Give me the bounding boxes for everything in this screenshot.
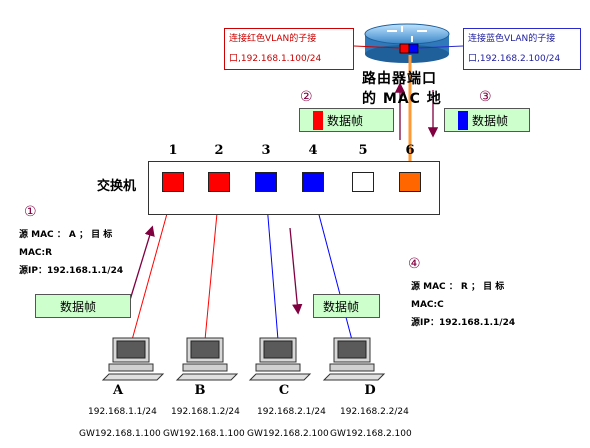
step-1-line2: MAC:R — [19, 248, 53, 258]
router-blue-port — [408, 43, 419, 54]
port-2-number: 2 — [214, 143, 224, 158]
step-1-line3: 源IP：192.168.1.1/24 — [19, 266, 124, 276]
switch — [148, 161, 440, 215]
host-A-gateway: GW192.168.1.100 — [79, 429, 161, 439]
host-A-name: A — [112, 383, 124, 398]
host-C-name: C — [278, 383, 290, 398]
switch-label: 交换机 — [97, 179, 137, 194]
port-2 — [208, 172, 230, 192]
step-4-note: 源 MAC ： R ； 目 标 MAC:C 源IP：192.168.1.1/24 — [411, 278, 515, 332]
port-4 — [302, 172, 324, 192]
link-B — [204, 191, 220, 341]
host-B-gateway: GW192.168.1.100 — [163, 429, 245, 439]
pc-C-icon — [248, 337, 312, 381]
link-A — [131, 191, 174, 341]
frame-3: 数据帧 — [444, 108, 530, 132]
red-vlan-subinterface-note: 连接红色VLAN的子接 口,192.168.1.100/24 — [224, 28, 354, 70]
host-D-gateway: GW192.168.2.100 — [330, 429, 412, 439]
arrow-A-to-switch — [129, 225, 155, 301]
step-1-line1: 源 MAC ： A ； 目 标 — [19, 230, 113, 240]
link-C — [265, 191, 279, 341]
port-5-number: 5 — [358, 143, 368, 158]
step-3-number: ③ — [479, 89, 492, 105]
blue-vlan-subinterface-note: 连接蓝色VLAN的子接 口,192.168.2.100/24 — [463, 28, 581, 70]
host-A-ip: 192.168.1.1/24 — [88, 407, 157, 417]
blue-subif-line1: 连接蓝色VLAN的子接 — [468, 34, 556, 44]
arrow-switch-to-C — [289, 227, 303, 315]
port-4-number: 4 — [308, 143, 318, 158]
step-4-number: ④ — [408, 256, 421, 272]
frame-1-label: 数据帧 — [60, 300, 97, 314]
port-5 — [352, 172, 374, 192]
frame-1: 数据帧 — [35, 294, 131, 318]
frame-2-label: 数据帧 — [327, 114, 364, 128]
router-mac-label-line2: 的 MAC 地 — [362, 91, 442, 107]
step-4-line2: MAC:C — [411, 300, 444, 310]
pc-D-icon — [322, 337, 386, 381]
port-3-number: 3 — [261, 143, 271, 158]
port-3 — [255, 172, 277, 192]
port-1-number: 1 — [168, 143, 178, 158]
port-6-number: 6 — [405, 143, 415, 158]
host-B-ip: 192.168.1.2/24 — [171, 407, 240, 417]
host-D-name: D — [364, 383, 376, 398]
blue-subif-line2: 口,192.168.2.100/24 — [468, 54, 561, 64]
host-B-name: B — [194, 383, 206, 398]
router-red-port — [399, 43, 410, 54]
port-6 — [399, 172, 421, 192]
frame-2-red-tag — [313, 111, 323, 130]
port-1 — [162, 172, 184, 192]
frame-4-label: 数据帧 — [323, 300, 360, 314]
router-mac-label-line1: 路由器端口 — [362, 71, 437, 87]
step-4-line3: 源IP：192.168.1.1/24 — [411, 318, 516, 328]
host-D-ip: 192.168.2.2/24 — [340, 407, 409, 417]
step-4-line1: 源 MAC ： R ； 目 标 — [411, 282, 505, 292]
step-2-number: ② — [300, 89, 313, 105]
host-C-gateway: GW192.168.2.100 — [247, 429, 329, 439]
step-1-number: ① — [24, 204, 37, 220]
step-1-note: 源 MAC ： A ； 目 标 MAC:R 源IP：192.168.1.1/24 — [19, 226, 123, 280]
frame-3-blue-tag — [458, 111, 468, 130]
red-subif-line1: 连接红色VLAN的子接 — [229, 34, 317, 44]
blue-tag-leader — [417, 45, 464, 49]
red-subif-line2: 口,192.168.1.100/24 — [229, 54, 322, 64]
host-C-ip: 192.168.2.1/24 — [257, 407, 326, 417]
router-icon — [364, 23, 450, 63]
frame-2: 数据帧 — [299, 108, 394, 132]
pc-B-icon — [175, 337, 239, 381]
frame-3-label: 数据帧 — [472, 114, 509, 128]
frame-4: 数据帧 — [313, 294, 380, 318]
red-tag-leader — [353, 45, 401, 49]
pc-A-icon — [101, 337, 165, 381]
